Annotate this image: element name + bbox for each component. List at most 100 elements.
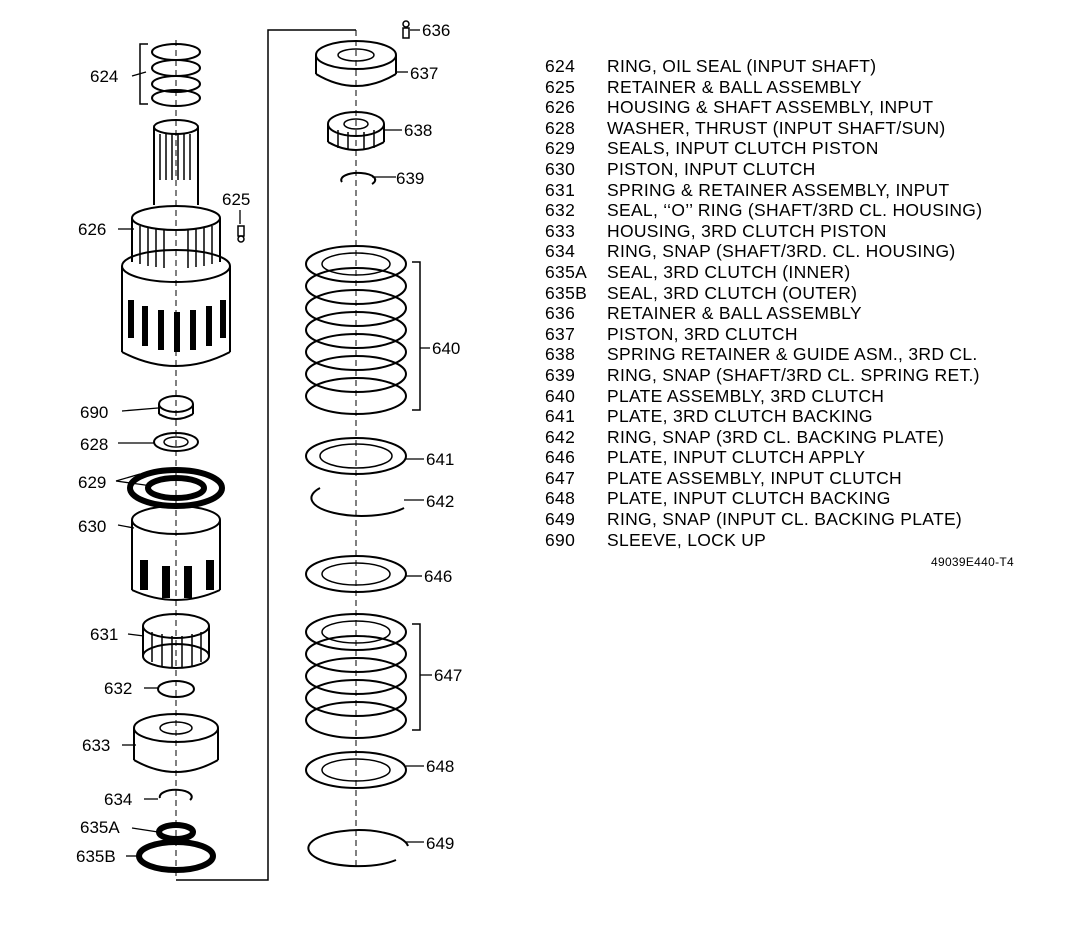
part-690-lock-up-sleeve [158, 395, 194, 420]
legend-number: 628 [545, 117, 576, 138]
legend-description: PLATE, INPUT CLUTCH APPLY [607, 447, 866, 468]
legend-number: 625 [545, 76, 576, 97]
legend-number: 631 [545, 179, 576, 200]
part-628-thrust-washer [153, 432, 199, 452]
callout-690: 690 [80, 403, 108, 422]
callout-632: 632 [104, 679, 132, 698]
legend-description: RING, SNAP (INPUT CL. BACKING PLATE) [607, 509, 963, 530]
part-636-retainer-ball [402, 20, 410, 39]
legend-description: HOUSING & SHAFT ASSEMBLY, INPUT [607, 97, 934, 118]
legend-number: 635B [545, 282, 588, 303]
callout-634: 634 [104, 790, 132, 809]
part-632-o-ring [157, 680, 195, 698]
legend-row: 625 RETAINER & BALL ASSEMBLY [545, 77, 1065, 98]
legend-description: SEALS, INPUT CLUTCH PISTON [607, 138, 879, 159]
callout-649: 649 [426, 834, 454, 853]
legend-description: PLATE, INPUT CLUTCH BACKING [607, 488, 891, 509]
legend-number: 639 [545, 364, 576, 385]
legend-row: 642 RING, SNAP (3RD CL. BACKING PLATE) [545, 427, 1065, 448]
legend-number: 634 [545, 241, 576, 262]
legend-number: 633 [545, 220, 576, 241]
part-641-3rd-clutch-backing-plate [305, 437, 407, 475]
callout-647: 647 [434, 666, 462, 685]
figure-code: 49039E440-T4 [931, 555, 1014, 569]
callout-624: 624 [90, 67, 118, 86]
callout-633: 633 [82, 736, 110, 755]
legend-description: PLATE ASSEMBLY, INPUT CLUTCH [607, 467, 902, 488]
callout-642: 642 [426, 492, 454, 511]
legend-number: 637 [545, 323, 576, 344]
part-640-3rd-clutch-plate-stack [305, 245, 421, 415]
part-630-input-clutch-piston [131, 505, 221, 601]
part-637-3rd-clutch-piston [315, 40, 397, 87]
legend-row: 637 PISTON, 3RD CLUTCH [545, 324, 1065, 345]
legend-row: 646 PLATE, INPUT CLUTCH APPLY [545, 447, 1065, 468]
callout-631: 631 [90, 625, 118, 644]
callout-638: 638 [404, 121, 432, 140]
part-649-snap-ring [307, 829, 409, 868]
legend-row: 690 SLEEVE, LOCK UP [545, 530, 1065, 551]
callout-635b: 635B [76, 847, 116, 866]
legend-number: 648 [545, 488, 576, 509]
callout-646: 646 [424, 567, 452, 586]
legend-number: 642 [545, 426, 576, 447]
legend-row: 635B SEAL, 3RD CLUTCH (OUTER) [545, 283, 1065, 304]
legend-description: SEAL, 3RD CLUTCH (OUTER) [607, 282, 858, 303]
legend-description: SLEEVE, LOCK UP [607, 529, 767, 550]
part-625-retainer-ball [237, 225, 245, 243]
part-646-input-clutch-apply-plate [305, 555, 407, 593]
legend-description: RING, SNAP (SHAFT/3RD CL. SPRING RET.) [607, 364, 980, 385]
legend-description: PISTON, INPUT CLUTCH [607, 158, 816, 179]
legend-number: 632 [545, 200, 576, 221]
legend-number: 649 [545, 509, 576, 530]
legend-description: RETAINER & BALL ASSEMBLY [607, 76, 862, 97]
legend-row: 639 RING, SNAP (SHAFT/3RD CL. SPRING RET.… [545, 365, 1065, 386]
callout-636: 636 [422, 21, 450, 40]
legend-number: 629 [545, 138, 576, 159]
legend-row: 648 PLATE, INPUT CLUTCH BACKING [545, 488, 1065, 509]
callout-648: 648 [426, 757, 454, 776]
part-629-input-clutch-piston-seals [127, 467, 225, 509]
callout-629: 629 [78, 473, 106, 492]
callout-635a: 635A [80, 818, 120, 837]
legend-number: 647 [545, 467, 576, 488]
legend-description: RING, SNAP (3RD CL. BACKING PLATE) [607, 426, 945, 447]
legend-number: 641 [545, 406, 576, 427]
legend-description: PLATE, 3RD CLUTCH BACKING [607, 406, 873, 427]
callout-625: 625 [222, 190, 250, 209]
legend-row: 647 PLATE ASSEMBLY, INPUT CLUTCH [545, 468, 1065, 489]
part-648-input-clutch-backing-plate [305, 751, 407, 789]
legend-number: 690 [545, 529, 576, 550]
callout-640: 640 [432, 339, 460, 358]
callout-637: 637 [410, 64, 438, 83]
legend-number: 624 [545, 56, 576, 76]
part-626-input-housing-shaft [121, 119, 231, 367]
legend-description: PISTON, 3RD CLUTCH [607, 323, 798, 344]
callout-626: 626 [78, 220, 106, 239]
column-connector-line [176, 29, 356, 881]
legend-number: 646 [545, 447, 576, 468]
part-624-oil-seal-rings [139, 43, 201, 107]
legend-row: 629 SEALS, INPUT CLUTCH PISTON [545, 138, 1065, 159]
leader-lines [115, 29, 432, 857]
legend-number: 640 [545, 385, 576, 406]
legend-number: 636 [545, 303, 576, 324]
legend-row: 641 PLATE, 3RD CLUTCH BACKING [545, 406, 1065, 427]
callout-628: 628 [80, 435, 108, 454]
legend-description: SEAL, 3RD CLUTCH (INNER) [607, 261, 851, 282]
callout-639: 639 [396, 169, 424, 188]
callout-641: 641 [426, 450, 454, 469]
part-631-spring-retainer [142, 613, 210, 669]
part-639-snap-ring [340, 171, 377, 185]
